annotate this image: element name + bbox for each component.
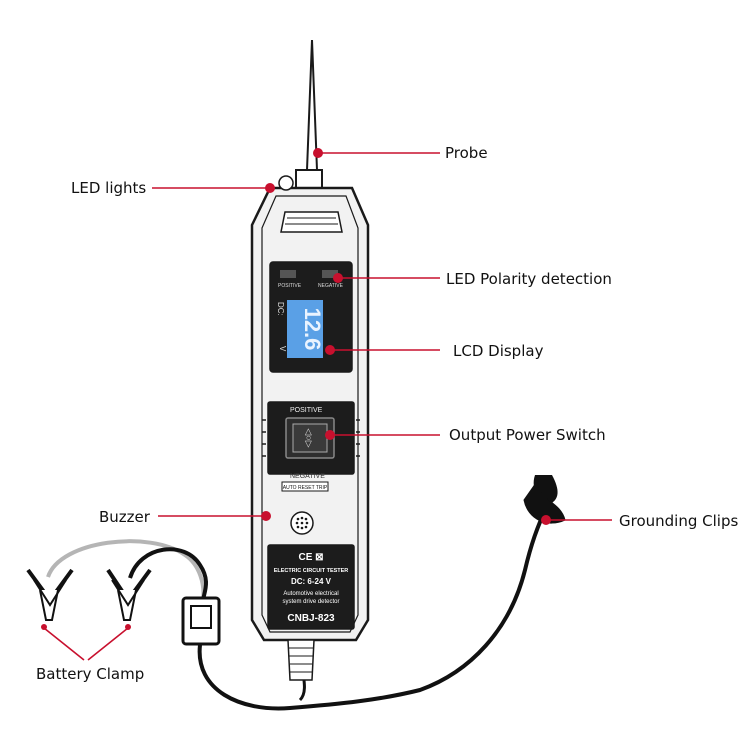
switch-positive-label: POSITIVE xyxy=(290,407,323,414)
battery-clamp-right xyxy=(106,568,152,621)
battery-clamp-cable-grey xyxy=(46,539,206,601)
lcd-display-label: LCD Display xyxy=(453,342,544,360)
label-title: ELECTRIC CIRCUIT TESTER xyxy=(274,568,349,574)
lcd-value: 12.6 xyxy=(300,308,325,351)
probe-label: Probe xyxy=(445,144,488,162)
reset-label: AUTO RESET TRIP xyxy=(283,485,328,491)
lcd-unit: V xyxy=(278,346,287,352)
connector-plug-inner xyxy=(190,605,212,629)
battery-clamp-left xyxy=(26,568,74,621)
label-model: CNBJ-823 xyxy=(287,613,335,624)
output-switch-label: Output Power Switch xyxy=(449,426,606,444)
switch-rocker xyxy=(292,423,328,453)
reset-strip xyxy=(281,481,329,492)
switch-negative-label: NEGATIVE xyxy=(290,473,325,480)
strain-relief-ridges xyxy=(289,647,313,673)
callout-dots xyxy=(41,148,551,630)
buzzer-holes xyxy=(295,516,309,530)
polarity-indicator-left xyxy=(280,270,296,278)
led-lights-label: LED lights xyxy=(71,179,147,197)
callout-lines xyxy=(43,152,612,661)
led-light xyxy=(278,175,294,191)
polarity-indicator-left-label: POSITIVE xyxy=(278,283,302,289)
lcd-dc-label: DC: xyxy=(276,302,285,316)
strain-relief xyxy=(287,639,315,681)
side-ribs-right xyxy=(356,419,360,457)
grounding-clips-label: Grounding Clips xyxy=(619,512,739,530)
buzzer-label: Buzzer xyxy=(99,508,150,526)
probe-collar xyxy=(295,169,323,189)
lcd-screen xyxy=(287,300,323,358)
led-polarity-label: LED Polarity detection xyxy=(446,270,612,288)
label-desc-1: Automotive electrical xyxy=(283,591,338,597)
certification-marks: CE ⊠ xyxy=(298,552,323,563)
battery-clamp-cable-black xyxy=(128,547,208,601)
label-plate xyxy=(267,544,355,630)
device-body-inner xyxy=(261,195,359,633)
main-cable xyxy=(197,504,550,711)
polarity-indicator-right xyxy=(322,270,338,278)
label-desc-2: system drive detector xyxy=(282,599,339,605)
side-ribs-left xyxy=(262,419,266,457)
label-range: DC: 6-24 V xyxy=(291,577,332,586)
polarity-indicator-right-label: NEGATIVE xyxy=(318,283,344,289)
battery-clamp-label: Battery Clamp xyxy=(36,665,145,683)
switch-symbol: ◁○▷ xyxy=(304,428,314,447)
top-vent xyxy=(280,211,343,233)
